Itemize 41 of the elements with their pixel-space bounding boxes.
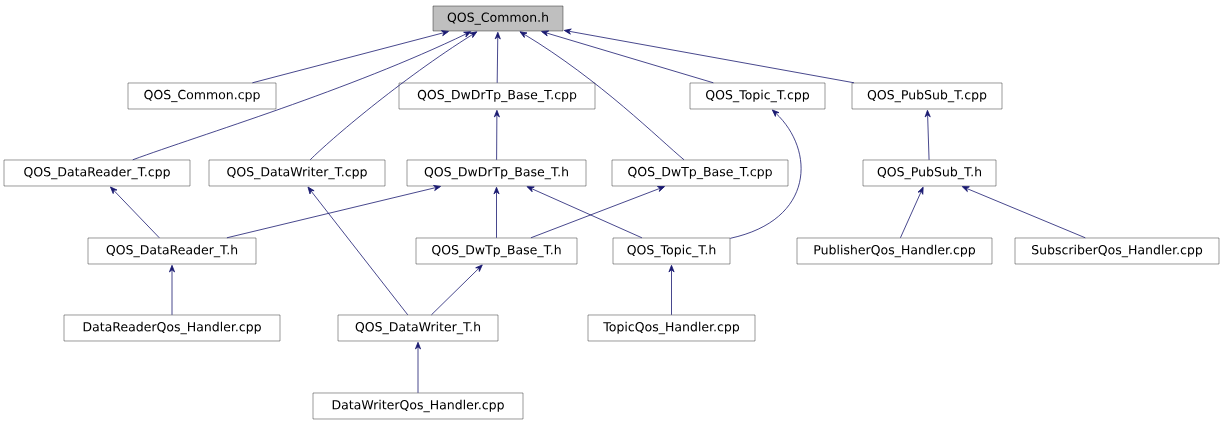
file-box: QOS_PubSub_T.cpp [851,82,1003,110]
arrow [961,186,1086,239]
arrow [563,28,855,84]
file-box: QOS_Common.cpp [127,82,277,110]
arrow [668,264,675,316]
arrow [415,341,421,394]
file-box: DataWriterQos_Handler.cpp [312,392,524,420]
file-box: QOS_DwDrTp_Base_T.h [406,159,587,187]
arrow [226,185,441,239]
arrow [307,186,409,316]
file-box: QOS_DwTp_Base_T.h [415,237,578,265]
file-box: QOS_DataReader_T.cpp [3,159,191,187]
arrow [541,30,714,84]
file-box: SubscriberQos_Handler.cpp [1014,237,1220,265]
file-box: QOS_PubSub_T.h [862,159,997,187]
file-box: QOS_DataWriter_T.cpp [208,159,386,187]
arrow [309,31,478,161]
arrow [494,31,501,84]
arrow [493,186,500,239]
file-box: PublisherQos_Handler.cpp [796,237,993,265]
arrow [526,186,643,239]
arrow [530,186,665,239]
arrow [431,264,483,316]
file-box: QOS_Topic_T.cpp [689,82,826,110]
file-box: QOS_DwTp_Base_T.cpp [611,159,789,187]
arrow [493,109,500,161]
file-box: QOS_DwDrTp_Base_T.cpp [398,82,596,110]
file-box: QOS_Common.h [432,5,564,32]
arrow [252,30,449,84]
arrow [110,186,160,239]
file-box: QOS_Topic_T.h [612,237,731,265]
arrow [900,186,924,239]
arrow [519,31,685,161]
arrow [132,31,472,161]
file-box: DataReaderQos_Handler.cpp [63,314,281,342]
arrow [924,109,931,161]
arrow [729,109,802,239]
file-box: QOS_DataReader_T.h [87,237,257,265]
file-box: QOS_DataWriter_T.h [337,314,499,342]
file-box: TopicQos_Handler.cpp [587,314,756,342]
arrow [169,264,175,316]
